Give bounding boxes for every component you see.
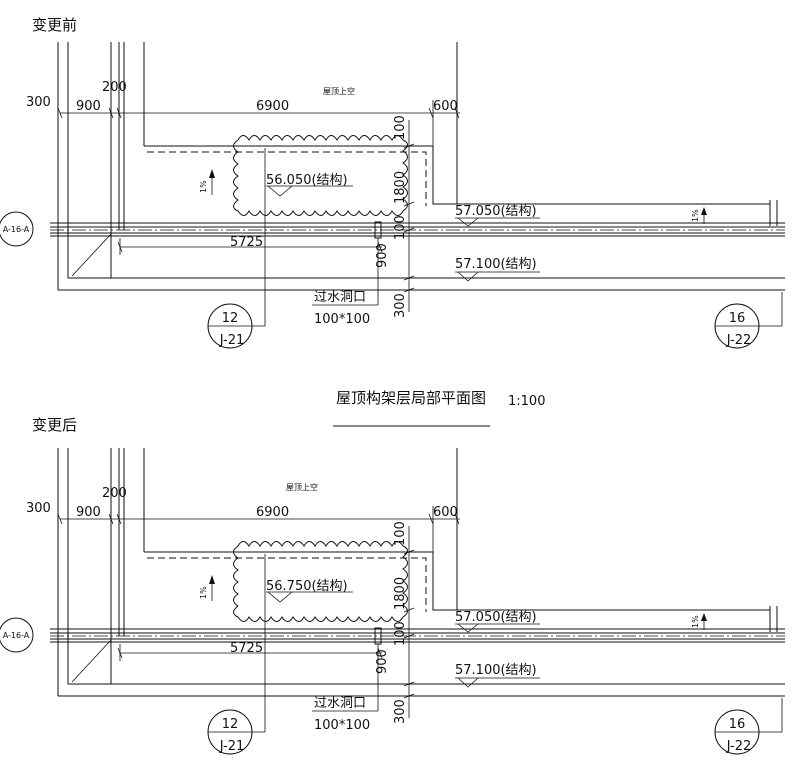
slope-arrowhead [209, 575, 215, 584]
drawing-scale: 1:100 [508, 394, 545, 409]
axis-tag-bubble [0, 211, 34, 247]
elevation-upper: 57.050(结构) [455, 610, 537, 625]
drain-size: 100*100 [314, 312, 370, 327]
callout-left-top: 12 [222, 717, 239, 732]
dimension-tick [108, 513, 114, 525]
dimension-tick [403, 693, 415, 699]
slope-right: 1% [691, 615, 700, 628]
dim-600: 600 [433, 99, 458, 114]
elevation-lower: 57.100(结构) [455, 663, 537, 678]
dimension-tick [377, 647, 383, 659]
dimension-tick [403, 287, 415, 293]
dim-v-100: 100 [393, 215, 408, 240]
dim-v-900: 900 [375, 649, 390, 674]
axis-tag-bubble [0, 617, 34, 653]
dimension-tick [428, 107, 434, 119]
callout-right-bottom: J-22 [726, 333, 752, 348]
dim-v-1800: 1800 [393, 577, 408, 610]
section-label: 变更后 [32, 416, 77, 434]
axis-tag: A-16-A [3, 631, 30, 640]
roof-note: 屋顶上空 [286, 482, 318, 492]
slope-arrowhead [701, 613, 707, 621]
dimension-tick [403, 201, 415, 207]
slope-right: 1% [691, 209, 700, 222]
drain-size: 100*100 [314, 718, 370, 733]
plan-after-change: 变更后 300 900 200 6900 600 屋顶上空 [0, 416, 785, 755]
dim-v-300: 300 [393, 699, 408, 724]
elevation-marker [457, 677, 479, 688]
elevation-cloud: 56.750(结构) [266, 579, 348, 594]
dim-v-100: 100 [393, 521, 408, 546]
dimension-tick [57, 107, 63, 119]
dimension-tick [454, 513, 460, 525]
dimension-tick [403, 607, 415, 613]
dimension-tick [428, 513, 434, 525]
dimension-tick [403, 143, 415, 149]
dim-v-100: 100 [393, 115, 408, 140]
callout-right-top: 16 [729, 717, 746, 732]
slope-arrowhead [209, 169, 215, 178]
elevation-marker [267, 185, 293, 197]
dimension-tick [403, 633, 415, 639]
callout-left-bottom: J-21 [219, 333, 245, 348]
slope-left: 1% [199, 586, 208, 599]
dimension-tick [403, 681, 415, 687]
corner-diagonal [71, 639, 112, 683]
revision-cloud [233, 541, 408, 622]
dim-600: 600 [433, 505, 458, 520]
elevation-lower: 57.100(结构) [455, 257, 537, 272]
dimension-tick [403, 275, 415, 281]
dim-v-900: 900 [375, 243, 390, 268]
section-label: 变更前 [32, 16, 77, 34]
dim-300: 300 [26, 501, 51, 516]
drawing-title: 屋顶构架层局部平面图 [336, 389, 486, 407]
dimension-tick [377, 241, 383, 253]
dimension-tick [57, 513, 63, 525]
plan-before-change: 变更前 300 900 200 [0, 16, 785, 349]
dim-200: 200 [102, 486, 127, 501]
dim-5725: 5725 [230, 235, 263, 250]
dimension-tick [454, 107, 460, 119]
dim-5725: 5725 [230, 641, 263, 656]
parapet-line [144, 145, 770, 205]
dim-6900: 6900 [256, 99, 289, 114]
callout-left-top: 12 [222, 311, 239, 326]
dimension-tick [108, 107, 114, 119]
revision-cloud [233, 135, 408, 216]
dimension-tick [403, 549, 415, 555]
drain-label: 过水洞口 [314, 290, 366, 305]
elevation-cloud: 56.050(结构) [266, 173, 348, 188]
parapet-line [144, 551, 770, 611]
callout-right-top: 16 [729, 311, 746, 326]
dim-6900: 6900 [256, 505, 289, 520]
callout-right-bottom: J-22 [726, 739, 752, 754]
dimension-tick [116, 513, 122, 525]
elevation-marker [457, 217, 479, 227]
dim-v-1800: 1800 [393, 171, 408, 204]
dim-900: 900 [76, 505, 101, 520]
elevation-marker [267, 591, 293, 603]
elevation-marker [457, 271, 479, 282]
callout-left-bottom: J-21 [219, 739, 245, 754]
axis-tag: A-16-A [3, 225, 30, 234]
slope-arrowhead [701, 207, 707, 215]
drain-label: 过水洞口 [314, 696, 366, 711]
slope-left: 1% [199, 180, 208, 193]
dim-300: 300 [26, 95, 51, 110]
gutter-dashed-line [147, 557, 427, 612]
gutter-dashed-line [147, 151, 427, 206]
roof-note: 屋顶上空 [323, 86, 355, 96]
dimension-tick [403, 227, 415, 233]
elevation-marker [457, 623, 479, 633]
elevation-upper: 57.050(结构) [455, 204, 537, 219]
dim-200: 200 [102, 80, 127, 95]
dimension-tick [116, 107, 122, 119]
dim-v-100: 100 [393, 621, 408, 646]
dim-v-300: 300 [393, 293, 408, 318]
dim-900: 900 [76, 99, 101, 114]
corner-diagonal [71, 233, 112, 277]
